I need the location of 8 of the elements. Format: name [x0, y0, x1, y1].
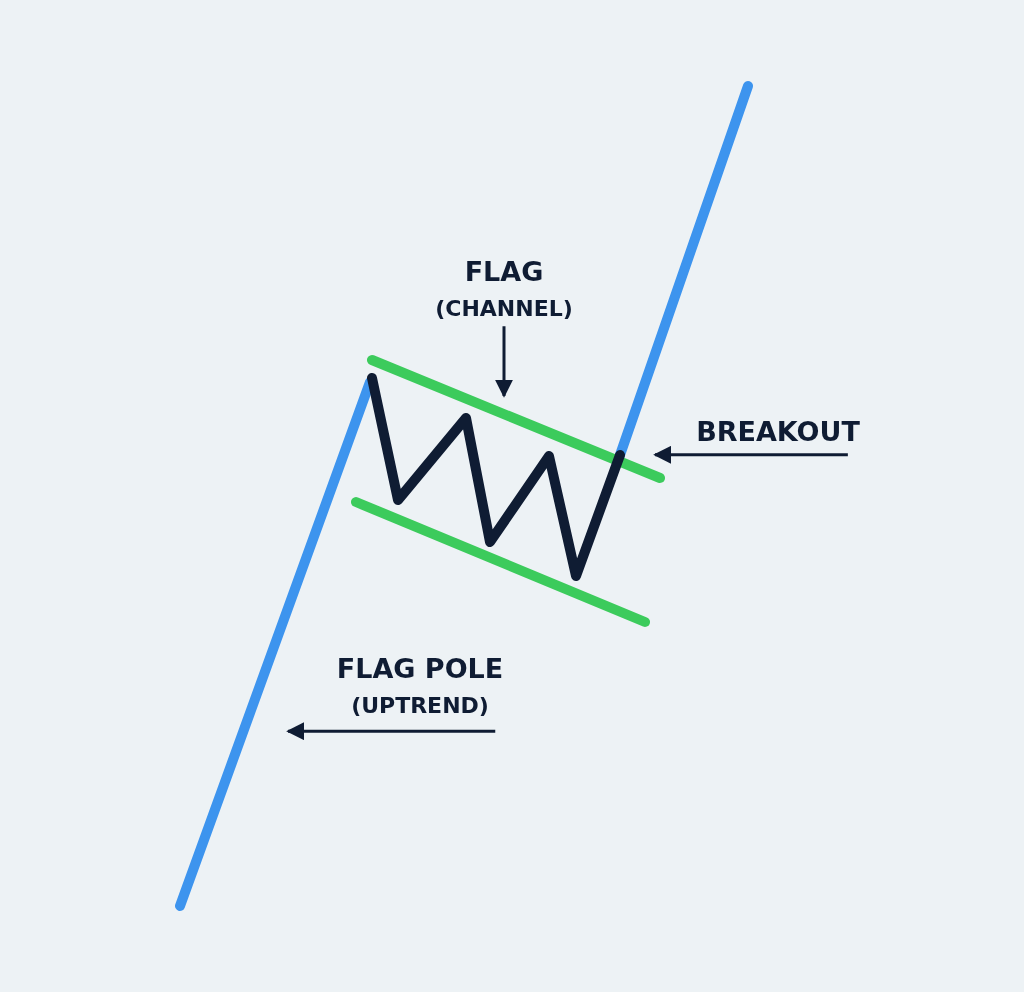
title-label: FLAG POLE: [336, 652, 504, 686]
title-label: FLAG: [464, 255, 544, 289]
subtitle-label: (CHANNEL): [435, 294, 573, 323]
subtitle-label: (UPTREND): [351, 691, 489, 720]
arrow: [286, 722, 496, 741]
arrow: [495, 326, 513, 398]
callout-label: BREAKOUT: [696, 415, 860, 449]
arrow: [653, 445, 848, 464]
